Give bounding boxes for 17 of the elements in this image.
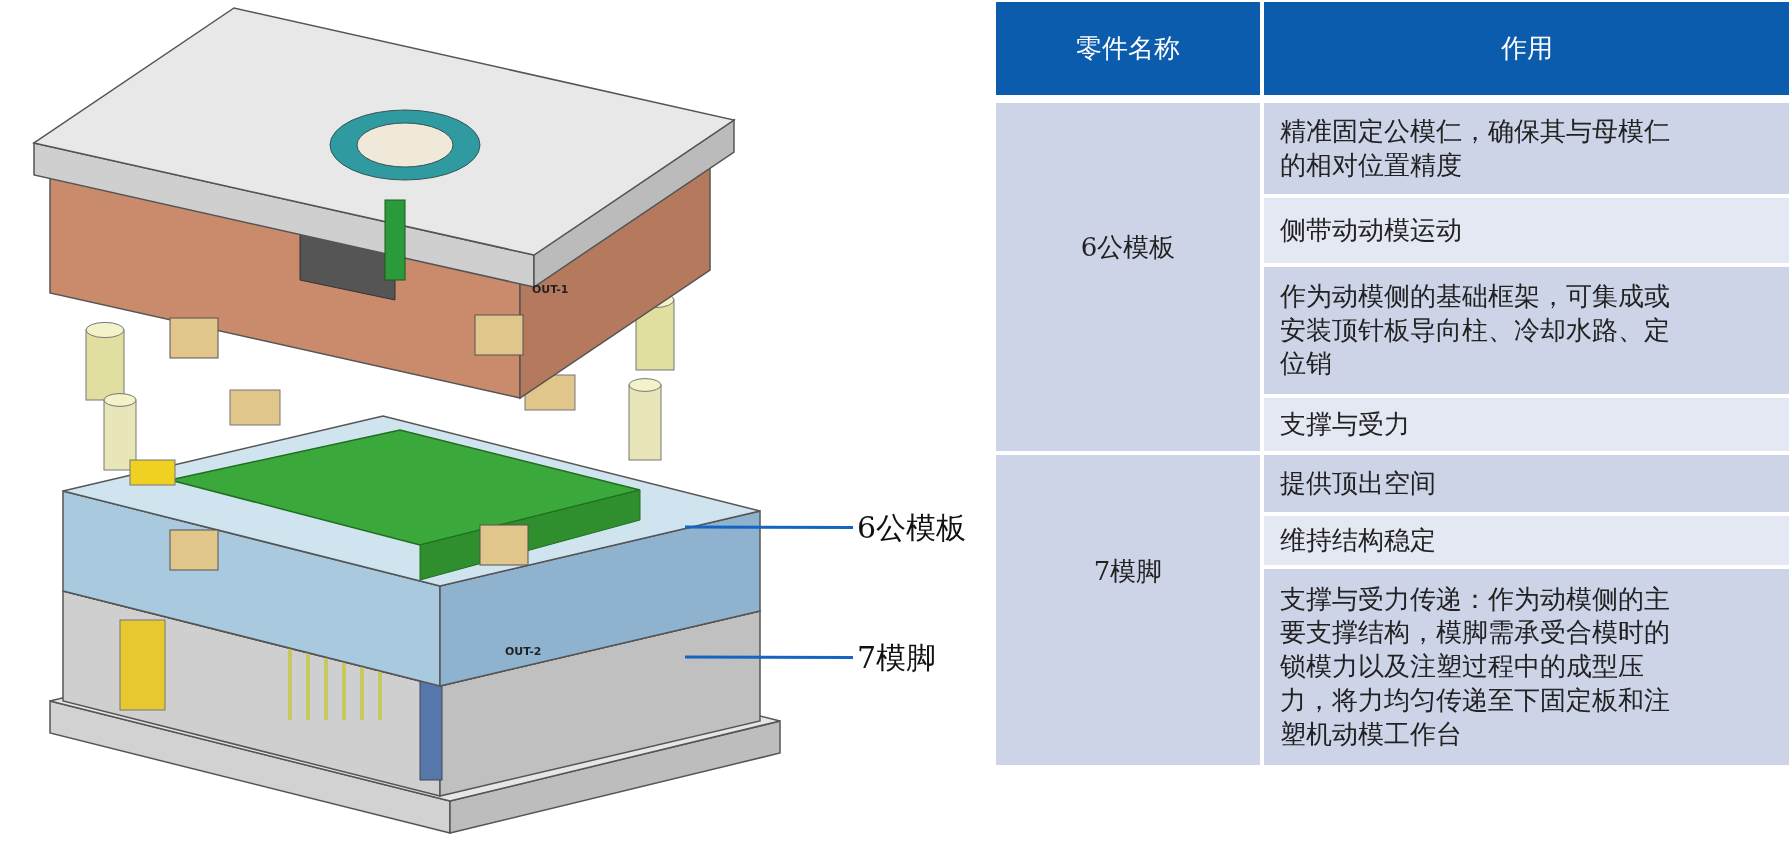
table-cell: 6公模板 bbox=[994, 101, 1262, 453]
table-cell: 侧带动动模运动 bbox=[1262, 196, 1791, 265]
leader-line bbox=[685, 525, 853, 529]
table-cell: 7模脚 bbox=[994, 453, 1262, 767]
part-label: 6公模板 bbox=[857, 508, 967, 547]
table-cell: 维持结构稳定 bbox=[1262, 514, 1791, 567]
leader-line bbox=[685, 655, 853, 659]
table-cell: 支撑与受力 bbox=[1262, 396, 1791, 453]
part-label: 7模脚 bbox=[857, 638, 937, 677]
header-cell: 作用 bbox=[1262, 0, 1791, 97]
header-cell: 零件名称 bbox=[994, 0, 1262, 97]
table-cell: 作为动模侧的基础框架，可集成或安装顶针板导向柱、冷却水路、定位销 bbox=[1262, 265, 1791, 396]
table-cell: 提供顶出空间 bbox=[1262, 453, 1791, 514]
table-cell: 精准固定公模仁，确保其与母模仁的相对位置精度 bbox=[1262, 101, 1791, 196]
table-cell: 支撑与受力传递：作为动模侧的主要支撑结构，模脚需承受合模时的锁模力以及注塑过程中的成型压力，将力均匀传递至下固定板和注塑机动模工作台 bbox=[1262, 567, 1791, 767]
plate-marking: OUT-2 bbox=[505, 645, 542, 658]
plate-marking: OUT-1 bbox=[532, 283, 569, 296]
